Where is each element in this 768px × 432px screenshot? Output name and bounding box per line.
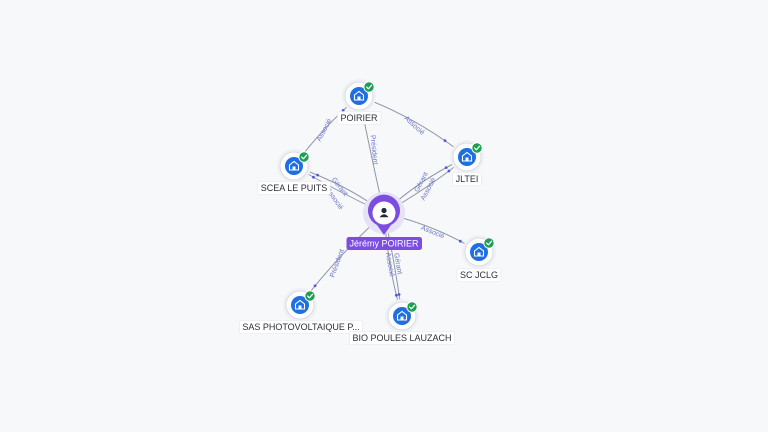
company-label: JLTEI (456, 174, 479, 184)
person-name-label: Jérémy POIRIER (349, 239, 419, 249)
company-node-jltei[interactable]: JLTEI (450, 140, 484, 186)
verified-check-icon (363, 81, 375, 93)
company-label-box: SCEA LE PUITS (257, 181, 331, 195)
person-icon (379, 207, 389, 218)
verified-check-icon (471, 142, 483, 154)
label-background (257, 181, 331, 195)
company-node-scea[interactable]: SCEA LE PUITS (257, 149, 331, 195)
company-building-icon (288, 160, 300, 171)
company-label-box: SC JCLG (456, 268, 502, 282)
company-node-sas[interactable]: SAS PHOTOVOLTAIQUE P... (239, 288, 363, 334)
edge-label: Gérant (392, 253, 403, 275)
label-background (349, 331, 455, 345)
edge-arrow-icon (313, 284, 317, 288)
company-node-bio[interactable]: BIO POULES LAUZACH (349, 299, 455, 345)
label-background (452, 172, 482, 186)
verified-check-icon (483, 237, 495, 249)
company-building-icon (353, 90, 365, 101)
company-label: SAS PHOTOVOLTAIQUE P... (242, 322, 359, 332)
edge-label: Associé (420, 225, 445, 241)
nodes-layer: POIRIER SCEA LE PUITS JLTEI SC JCLG SAS PHOT… (239, 79, 502, 345)
edge-arrow-icon (447, 169, 451, 173)
edge-arrow-icon (397, 293, 401, 296)
edge-arrow-icon (341, 108, 345, 112)
edge-arrow-icon (458, 239, 462, 243)
edge-arrow-icon (394, 293, 398, 297)
person-label-background (346, 237, 423, 250)
label-background (456, 268, 502, 282)
edge-label: Président (368, 135, 378, 165)
company-node-poirier[interactable]: POIRIER (337, 79, 382, 125)
edge-arrow-icon (443, 139, 447, 143)
person-node[interactable]: Jérémy POIRIER (346, 192, 423, 250)
company-building-icon (396, 310, 408, 321)
company-node-scjclg[interactable]: SC JCLG (456, 235, 502, 282)
label-background (239, 320, 363, 334)
edge-arrow-icon (316, 173, 319, 177)
edge-label: Associé (384, 252, 395, 277)
company-label-box: SAS PHOTOVOLTAIQUE P... (239, 320, 363, 334)
company-label: SC JCLG (460, 270, 498, 280)
company-label-box: BIO POULES LAUZACH (349, 331, 455, 345)
company-building-icon (294, 299, 306, 310)
edge-label: Président (329, 248, 346, 278)
company-label-box: POIRIER (337, 111, 382, 125)
label-background (337, 111, 382, 125)
edge-arrow-icon (312, 175, 315, 179)
company-building-icon (473, 246, 485, 257)
verified-check-icon (298, 151, 310, 163)
edge-label: Associé (316, 118, 334, 143)
company-label: SCEA LE PUITS (261, 183, 328, 193)
company-label: BIO POULES LAUZACH (352, 333, 451, 343)
company-label: POIRIER (340, 113, 378, 123)
company-building-icon (461, 151, 473, 162)
person-label-box: Jérémy POIRIER (346, 237, 423, 250)
verified-check-icon (304, 290, 316, 302)
company-label-box: JLTEI (452, 172, 482, 186)
edge-arrow-icon (444, 166, 448, 170)
verified-check-icon (406, 301, 418, 313)
